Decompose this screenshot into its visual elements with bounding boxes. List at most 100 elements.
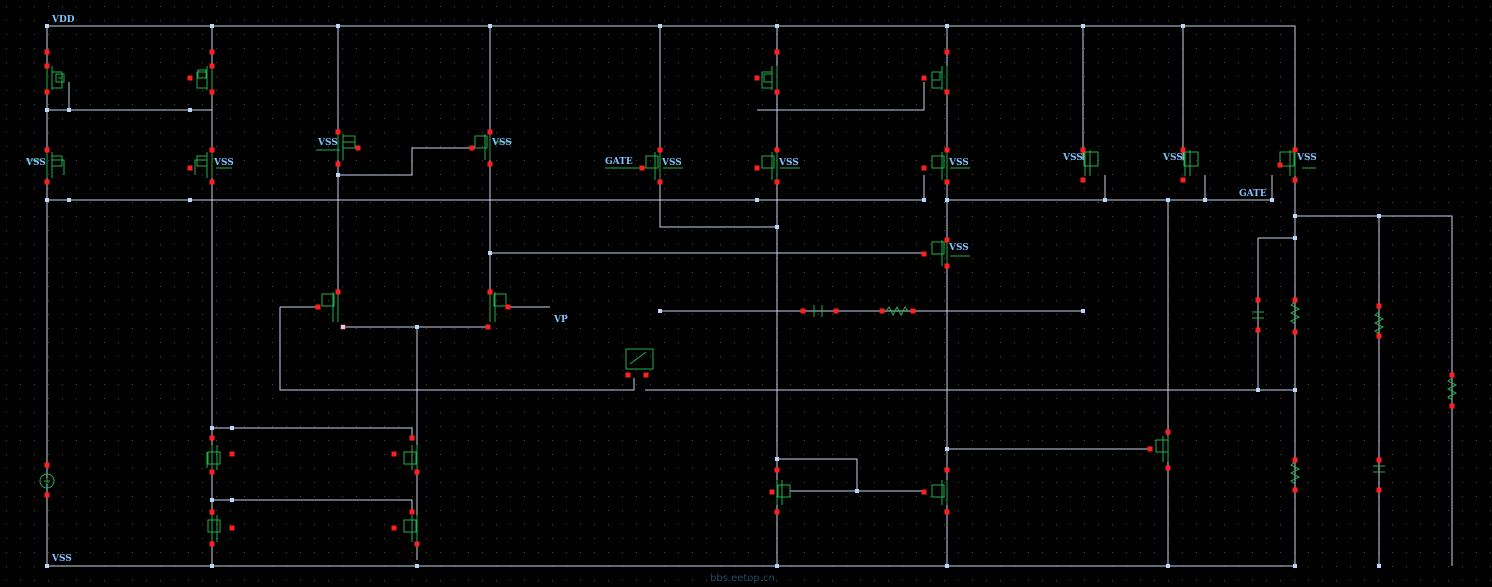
pmos-transistor[interactable] <box>761 66 778 90</box>
pin-marker <box>229 451 235 457</box>
nmos-transistor[interactable] <box>206 445 221 470</box>
pmos-transistor[interactable] <box>761 152 800 180</box>
pin-marker <box>774 179 780 185</box>
wire-junction <box>230 426 234 430</box>
pmos-transistor[interactable] <box>194 152 232 178</box>
wire-junction <box>775 225 779 229</box>
pin-marker <box>209 509 215 515</box>
pin-marker <box>944 147 950 153</box>
pin-marker <box>921 75 927 81</box>
pin-marker <box>944 467 950 473</box>
pmos-transistor[interactable] <box>931 66 948 90</box>
pin-marker <box>1292 297 1298 303</box>
pmos-transistor[interactable] <box>605 152 683 180</box>
pin-marker <box>1376 333 1382 339</box>
net-label-vss-rail: VSS <box>51 554 72 564</box>
net-label-vss: VSS <box>213 158 234 168</box>
pin-marker <box>44 63 50 69</box>
pin-marker <box>1255 297 1261 303</box>
wire-junction <box>1293 214 1297 218</box>
nmos-transistor[interactable] <box>931 480 948 505</box>
series-capacitor[interactable] <box>813 305 823 317</box>
wire-junction <box>336 173 340 177</box>
pin-marker <box>1180 147 1186 153</box>
nmos-transistor[interactable] <box>776 480 791 505</box>
wire-junction <box>1270 198 1274 202</box>
wire-junction <box>1293 388 1297 392</box>
junction-layer <box>45 24 1381 568</box>
pin-marker <box>944 263 950 269</box>
pin-marker <box>414 469 420 475</box>
pin-marker <box>800 308 806 314</box>
pin-marker <box>44 147 50 153</box>
comparator-block[interactable] <box>625 348 654 370</box>
pin-marker <box>487 161 493 167</box>
series-resistor[interactable] <box>885 305 909 317</box>
pin-marker <box>1165 465 1171 471</box>
pmos-transistor[interactable] <box>1183 150 1199 176</box>
pin-marker <box>355 145 361 151</box>
pin-marker <box>1376 457 1382 463</box>
pin-marker <box>1449 372 1455 378</box>
pin-marker <box>1292 487 1298 493</box>
pin-marker <box>625 372 631 378</box>
feedback-resistor-top[interactable] <box>1289 301 1301 325</box>
output-resistor[interactable] <box>1446 377 1458 401</box>
wire-junction <box>67 198 71 202</box>
pmos-transistor[interactable] <box>46 66 65 90</box>
wire-junction <box>1103 198 1107 202</box>
wire-junction <box>1081 309 1085 313</box>
pmos-transistor[interactable] <box>1279 150 1316 176</box>
pmos-transistor[interactable] <box>26 152 65 178</box>
net-label-vss: VSS <box>661 158 682 168</box>
pmos-transistor[interactable] <box>489 292 507 322</box>
pin-marker <box>414 541 420 547</box>
wire-junction <box>1293 564 1297 568</box>
pin-marker <box>229 525 235 531</box>
net-label-gate: GATE <box>1239 189 1267 199</box>
pin-marker <box>335 161 341 167</box>
nmos-transistor[interactable] <box>1155 436 1169 462</box>
feedback-resistor-bottom[interactable] <box>1289 461 1301 485</box>
load-capacitor[interactable] <box>1373 465 1385 473</box>
pmos-transistor[interactable] <box>474 134 512 160</box>
pin-marker <box>1292 177 1298 183</box>
wire-junction <box>922 198 926 202</box>
pmos-transistor[interactable] <box>316 134 356 160</box>
wire-junction <box>1181 24 1185 28</box>
net-label-vp: VP <box>553 315 568 325</box>
pin-marker <box>187 75 193 81</box>
nmos-transistor[interactable] <box>403 445 418 470</box>
wire-junction <box>945 24 949 28</box>
nmos-transistor[interactable] <box>207 515 221 542</box>
pin-marker <box>1255 327 1261 333</box>
pin-marker <box>1376 487 1382 493</box>
wire-junction <box>775 564 779 568</box>
wire-junction <box>945 564 949 568</box>
pin-marker <box>209 541 215 547</box>
pin-marker <box>1449 403 1455 409</box>
pin-marker <box>44 462 50 468</box>
filter-capacitor[interactable] <box>1252 311 1264 319</box>
pin-marker <box>657 147 663 153</box>
pin-marker <box>315 304 321 310</box>
pin-marker <box>774 147 780 153</box>
net-label-vss: VSS <box>948 243 969 253</box>
voltage-source[interactable] <box>39 473 55 489</box>
pmos-transistor[interactable] <box>931 240 970 266</box>
pin-marker <box>1165 429 1171 435</box>
pin-marker <box>1180 177 1186 183</box>
pmos-transistor[interactable] <box>321 292 339 322</box>
wire-junction <box>775 24 779 28</box>
pmos-transistor[interactable] <box>1083 150 1099 176</box>
pin-marker <box>209 469 215 475</box>
net-label-vdd: VDD <box>51 15 75 25</box>
pmos-transistor[interactable] <box>196 66 213 90</box>
nmos-transistor[interactable] <box>403 515 418 542</box>
load-resistor[interactable] <box>1373 311 1385 335</box>
pin-marker <box>921 251 927 257</box>
wire-junction <box>210 498 214 502</box>
pin-marker <box>1147 446 1153 452</box>
pmos-transistor[interactable] <box>931 152 970 180</box>
